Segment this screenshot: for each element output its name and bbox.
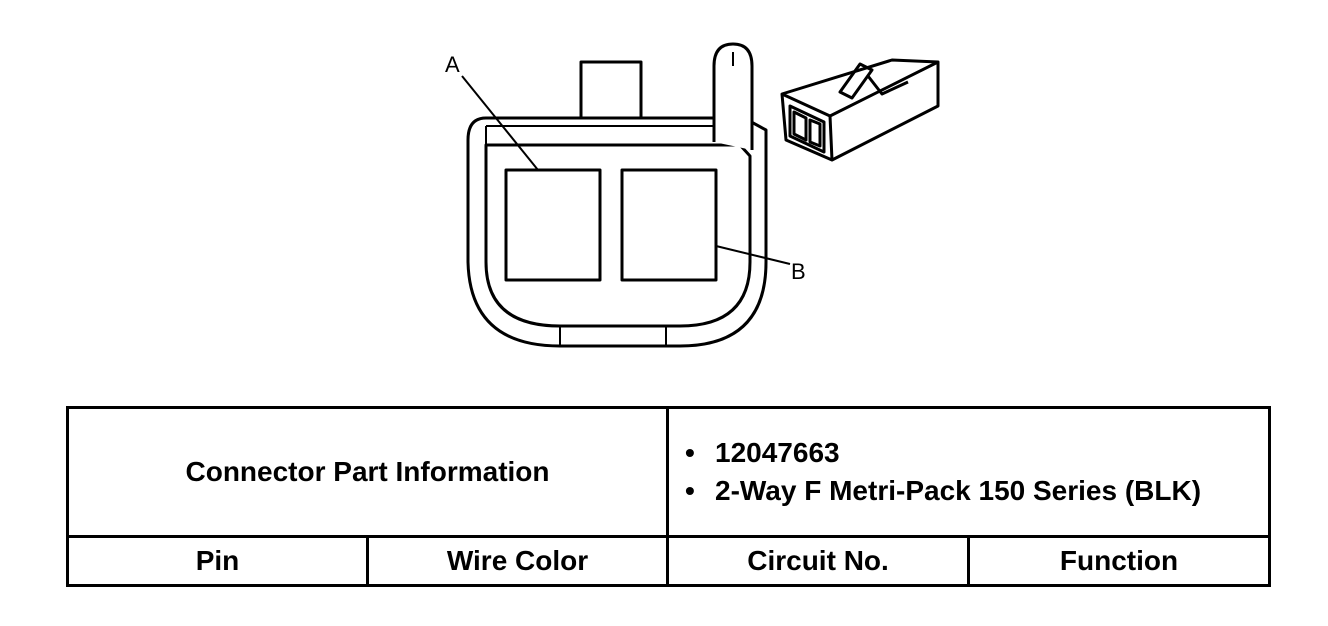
column-header-wire-color: Wire Color	[365, 535, 670, 587]
part-number: 12047663	[683, 434, 1256, 472]
connector-lock-post	[712, 42, 754, 150]
connector-top-tab	[579, 60, 643, 123]
connector-isometric-view	[780, 58, 940, 162]
terminal-cavity-b	[620, 168, 718, 282]
column-header-row: Pin Wire Color Circuit No. Function	[66, 535, 1272, 587]
table-title: Connector Part Information	[65, 406, 670, 538]
callout-b-label: B	[791, 259, 806, 284]
connector-diagram: A B	[445, 42, 940, 348]
column-header-pin: Pin	[66, 535, 369, 587]
part-info-row: Connector Part Information 12047663 2-Wa…	[65, 406, 1272, 538]
callout-a-label: A	[445, 52, 460, 77]
connector-info-table: Connector Part Information 12047663 2-Wa…	[65, 406, 1272, 587]
callout-b-leader	[715, 245, 791, 265]
part-details-list: 12047663 2-Way F Metri-Pack 150 Series (…	[683, 434, 1256, 510]
callout-a-leader	[461, 75, 539, 171]
terminal-cavity-a	[504, 168, 602, 282]
connector-face-inner	[484, 143, 752, 328]
column-header-function: Function	[967, 535, 1272, 587]
column-header-circuit-no: Circuit No.	[666, 535, 971, 587]
part-details: 12047663 2-Way F Metri-Pack 150 Series (…	[666, 406, 1272, 538]
connector-bottom-key	[559, 326, 667, 346]
connector-description: 2-Way F Metri-Pack 150 Series (BLK)	[683, 472, 1256, 510]
